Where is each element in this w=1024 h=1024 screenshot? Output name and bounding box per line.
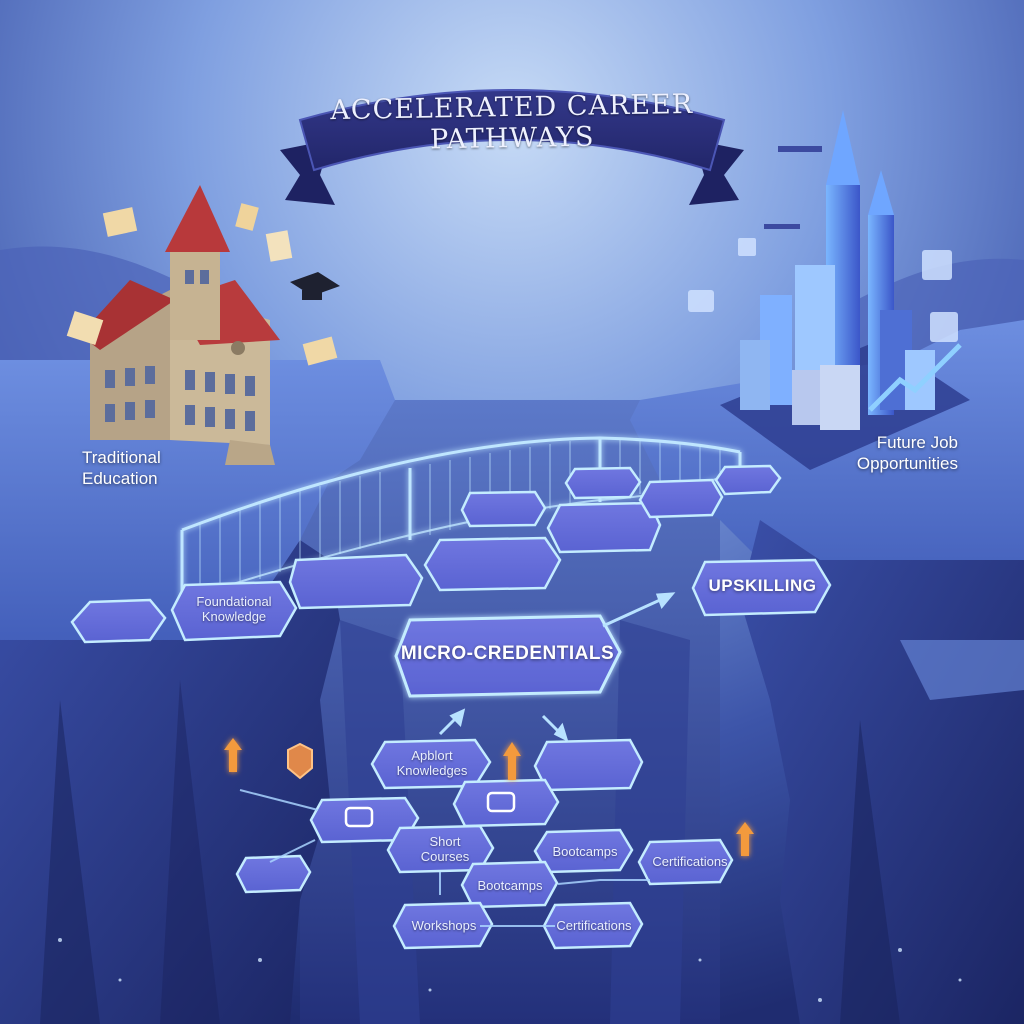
micro-credentials-label: MICRO-CREDENTIALS bbox=[400, 643, 615, 664]
bootcamps-upper-label: Bootcamps bbox=[552, 844, 618, 859]
future-job-label: Future Job Opportunities bbox=[828, 432, 958, 474]
network-tiles bbox=[235, 738, 734, 950]
shield-icon bbox=[287, 742, 313, 780]
growth-chart-icon bbox=[868, 312, 962, 412]
foundational-knowledge-line2: Knowledge bbox=[201, 609, 267, 624]
document-icon bbox=[66, 203, 338, 366]
traditional-education-line2: Education bbox=[82, 469, 158, 488]
city-skyline bbox=[720, 110, 970, 470]
micro-credentials-tile bbox=[394, 614, 622, 698]
short-courses-label: Short Courses bbox=[400, 834, 490, 864]
right-cliff bbox=[630, 320, 1024, 1024]
traditional-education-line1: Traditional bbox=[82, 448, 161, 467]
graduation-cap-icon bbox=[290, 272, 340, 300]
short-courses-line2: Courses bbox=[420, 849, 470, 864]
workshops-label: Workshops bbox=[411, 918, 477, 933]
foundational-knowledge-tile bbox=[170, 580, 298, 642]
applied-knowledge-label: Apblort Knowledges bbox=[376, 748, 488, 778]
bootcamps-lower-label: Bootcamps bbox=[477, 878, 543, 893]
certifications-lower-label: Certifications bbox=[556, 918, 632, 933]
upskilling-label: UPSKILLING bbox=[708, 576, 817, 595]
drone-icon bbox=[764, 146, 822, 229]
traditional-education-label: Traditional Education bbox=[82, 447, 161, 489]
people-icon bbox=[688, 238, 952, 312]
foundational-knowledge-line1: Foundational bbox=[196, 594, 272, 609]
video-play-icon bbox=[344, 791, 516, 828]
short-courses-line1: Short bbox=[429, 834, 461, 849]
upskilling-tile bbox=[691, 558, 832, 617]
applied-knowledge-line1: Apblort bbox=[411, 748, 453, 763]
title-banner bbox=[280, 89, 744, 205]
foundational-knowledge-label: Foundational Knowledge bbox=[175, 594, 293, 624]
future-job-line1: Future Job bbox=[876, 433, 958, 452]
hex-tiles bbox=[70, 464, 782, 644]
school-building bbox=[80, 185, 280, 465]
arrow-up-icon bbox=[224, 738, 754, 856]
certifications-right-label: Certifications bbox=[652, 854, 728, 869]
future-job-line2: Opportunities bbox=[856, 454, 958, 473]
applied-knowledge-line2: Knowledges bbox=[396, 763, 468, 778]
page-title: ACCELERATED CAREER PATHWAYS bbox=[330, 88, 694, 156]
